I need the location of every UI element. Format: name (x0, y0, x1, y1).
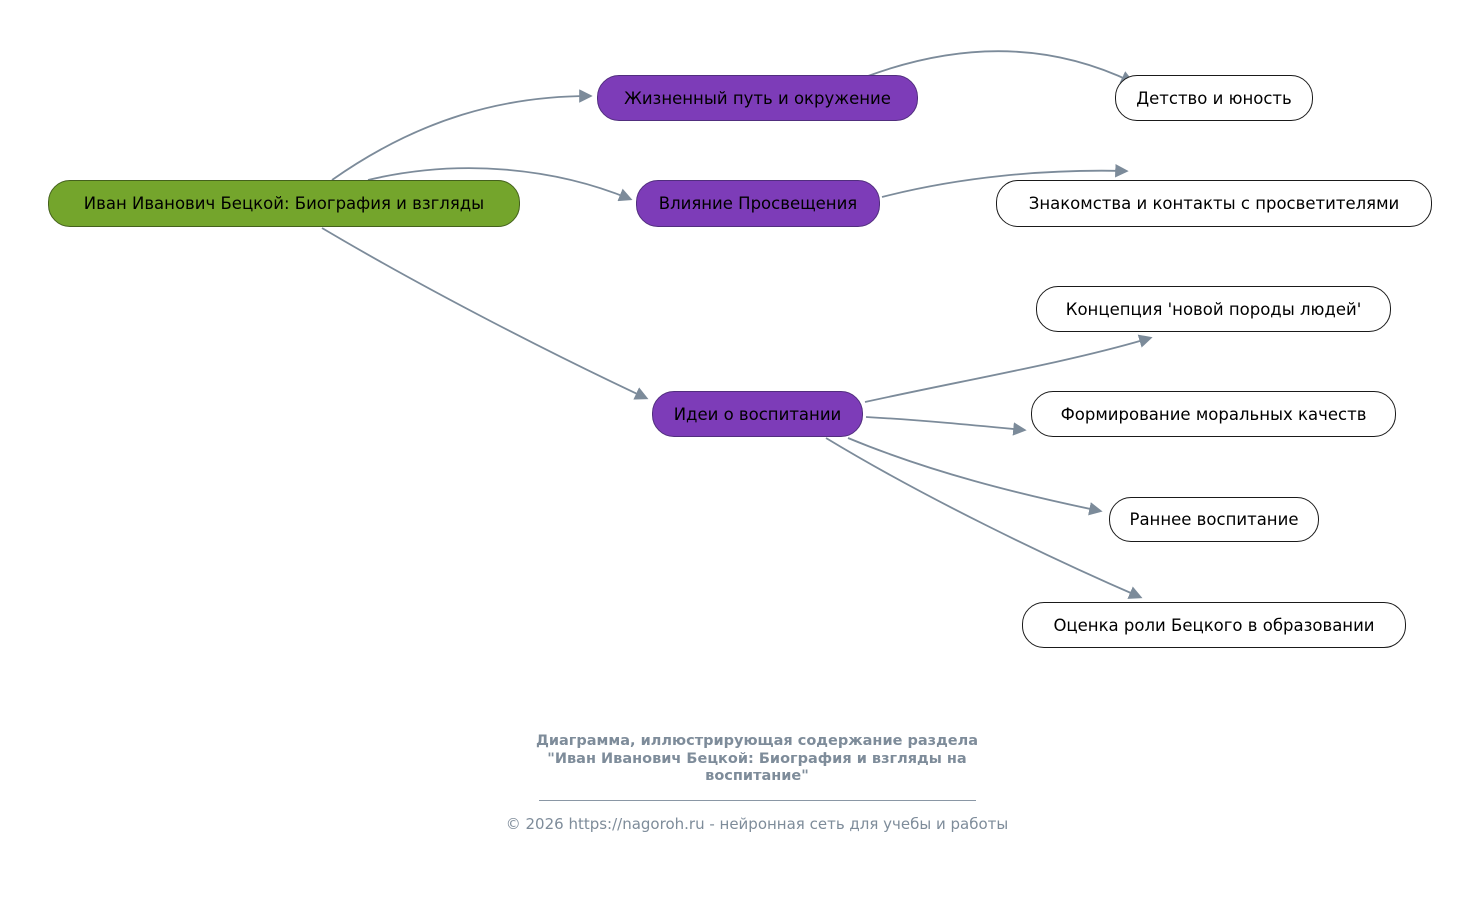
edge-branch2-to-leaf22 (847, 437, 1103, 516)
node-leaf-label: Оценка роли Бецкого в образовании (1053, 615, 1375, 635)
footer-copyright: © 2026 https://nagoroh.ru - нейронная се… (505, 815, 1009, 834)
edge-root-to-branch-2 (321, 227, 649, 400)
edge-branch2-to-leaf23 (825, 437, 1143, 599)
edge-root-to-branch-0 (331, 89, 593, 181)
node-branch-label: Идеи о воспитании (673, 404, 842, 424)
node-branch-enlightenment: Влияние Просвещения (636, 180, 880, 227)
node-leaf-early-education: Раннее воспитание (1109, 497, 1319, 542)
node-leaf-label: Раннее воспитание (1129, 510, 1299, 529)
footer-caption: Диаграмма, иллюстрирующая содержание раз… (535, 733, 979, 785)
footer-divider (538, 800, 976, 802)
node-leaf-label: Детство и юность (1136, 88, 1292, 108)
node-leaf-label: Формирование моральных качеств (1060, 404, 1367, 424)
node-leaf-new-breed-concept: Концепция 'новой породы людей' (1036, 286, 1391, 332)
node-root: Иван Иванович Бецкой: Биография и взгляд… (48, 180, 520, 227)
node-leaf-moral-qualities: Формирование моральных качеств (1031, 391, 1396, 437)
node-leaf-contacts: Знакомства и контакты с просветителями (996, 180, 1432, 227)
node-branch-education-ideas: Идеи о воспитании (652, 391, 863, 437)
edge-branch2-to-leaf21 (865, 416, 1027, 436)
node-root-label: Иван Иванович Бецкой: Биография и взгляд… (83, 194, 485, 213)
node-branch-label: Влияние Просвещения (658, 194, 858, 213)
node-leaf-label: Концепция 'новой породы людей' (1065, 299, 1362, 319)
node-branch-label: Жизненный путь и окружение (624, 88, 891, 108)
node-branch-life-path: Жизненный путь и окружение (597, 75, 918, 121)
node-leaf-role-assessment: Оценка роли Бецкого в образовании (1022, 602, 1406, 648)
footer: Диаграмма, иллюстрирующая содержание раз… (437, 733, 1077, 833)
node-leaf-label: Знакомства и контакты с просветителями (1028, 194, 1400, 213)
node-leaf-childhood: Детство и юность (1115, 75, 1313, 121)
